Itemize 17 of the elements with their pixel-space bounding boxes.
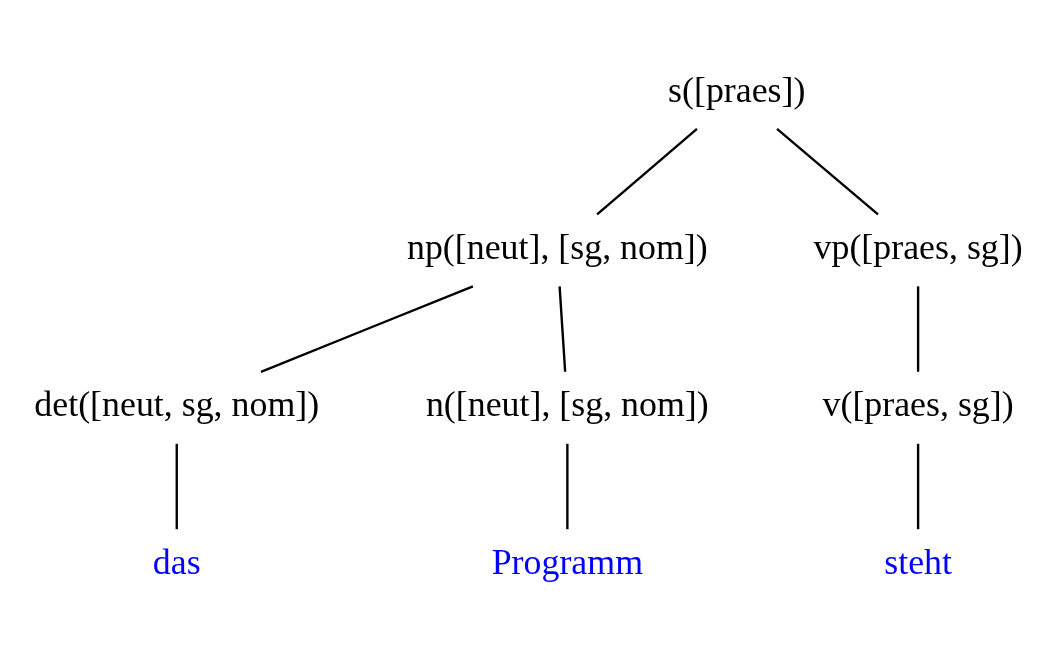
connector — [916, 443, 920, 529]
node-text: s([praes]) — [668, 69, 806, 110]
connector — [260, 284, 474, 373]
node-text: steht — [884, 541, 952, 582]
node-text: n([neut], [sg, nom]) — [425, 383, 709, 424]
node-text: vp([praes, sg]) — [813, 226, 1023, 267]
node-text: Programm — [491, 541, 644, 582]
connector — [916, 285, 920, 372]
connector — [566, 443, 569, 529]
connector — [175, 443, 178, 529]
connector — [776, 127, 879, 215]
node-text: np([neut], [sg, nom]) — [407, 226, 708, 267]
node-text: v([praes, sg]) — [822, 383, 1014, 424]
connector — [558, 285, 567, 372]
node-text: das — [152, 541, 201, 582]
node-text: det([neut, sg, nom]) — [34, 383, 320, 424]
connector — [596, 127, 698, 215]
